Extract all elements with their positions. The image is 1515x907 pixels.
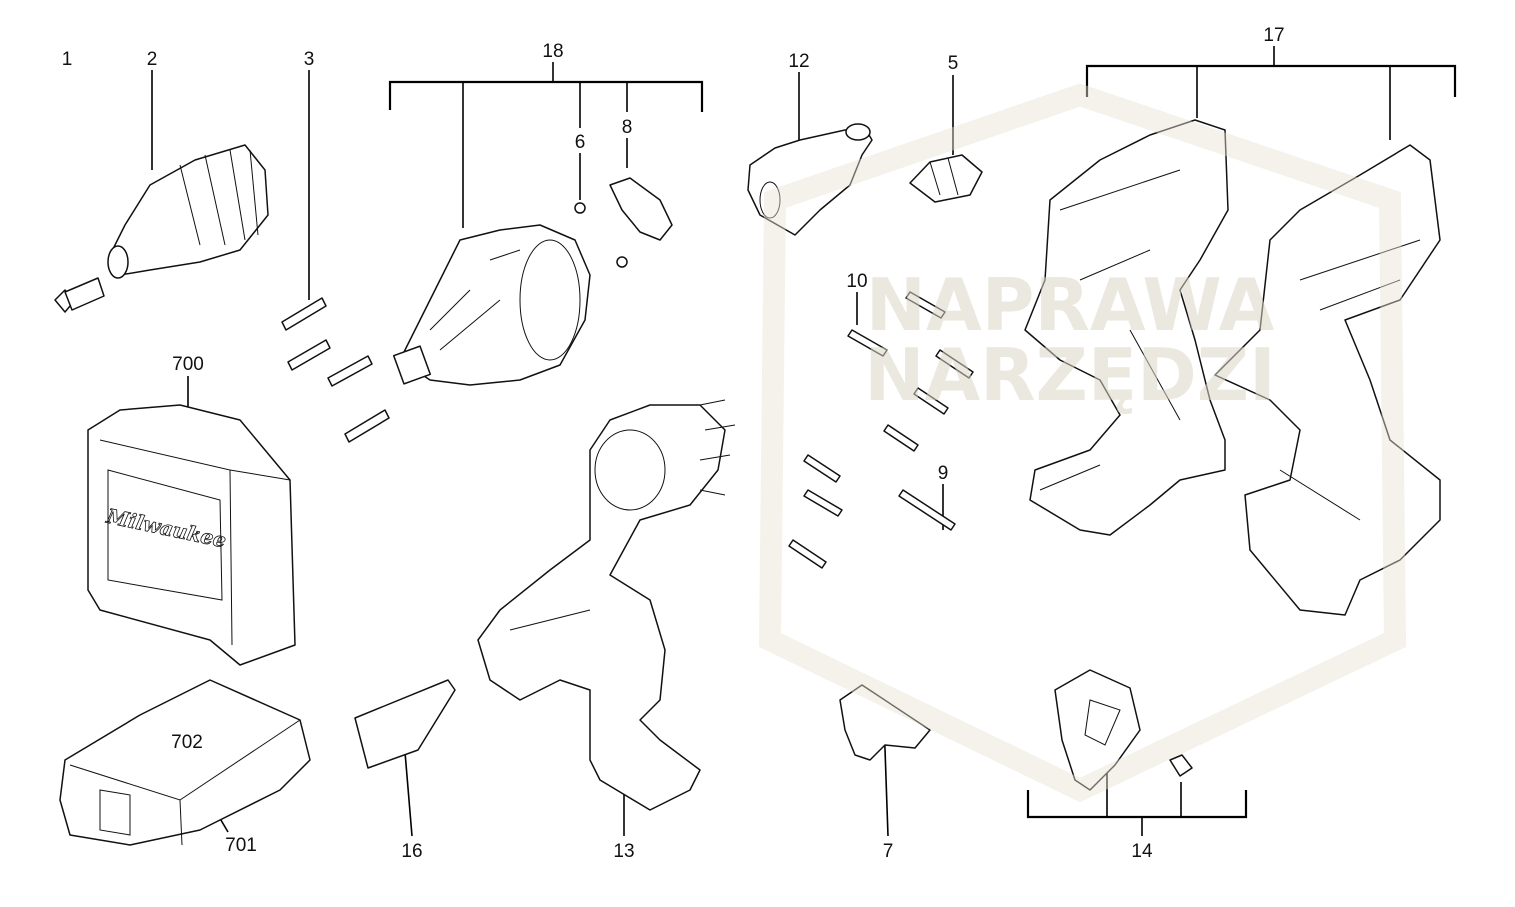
part-1-screw[interactable] bbox=[54, 277, 105, 313]
part-9-screw[interactable] bbox=[898, 489, 956, 531]
label-16: 16 bbox=[401, 841, 422, 862]
label-8: 8 bbox=[622, 117, 633, 138]
label-5: 5 bbox=[948, 53, 959, 74]
label-14: 14 bbox=[1131, 841, 1153, 862]
part-8-spring-clip[interactable] bbox=[609, 177, 673, 268]
part-6-clip[interactable] bbox=[574, 202, 586, 214]
part-10-screws[interactable] bbox=[788, 291, 974, 569]
label-10: 10 bbox=[846, 271, 867, 292]
part-18-gearbox[interactable] bbox=[392, 224, 591, 386]
part-7-lever[interactable] bbox=[839, 684, 931, 761]
part-3-screws[interactable] bbox=[281, 297, 390, 443]
part-16-label[interactable] bbox=[354, 679, 456, 769]
part-17-housing-right[interactable] bbox=[1214, 144, 1441, 616]
label-13: 13 bbox=[613, 841, 634, 862]
callout-labels: 1 2 3 18 6 8 12 5 17 10 9 700 702 701 16… bbox=[62, 25, 1285, 862]
label-17: 17 bbox=[1263, 25, 1284, 46]
part-5-switch-slider[interactable] bbox=[909, 154, 983, 203]
label-6: 6 bbox=[575, 132, 586, 153]
part-700-carry-case[interactable]: Milwaukee bbox=[87, 404, 296, 666]
part-13-electronics-module[interactable] bbox=[477, 399, 736, 811]
label-701: 701 bbox=[225, 835, 257, 856]
label-702: 702 bbox=[171, 732, 203, 753]
label-1: 1 bbox=[62, 49, 73, 70]
label-700: 700 bbox=[172, 354, 204, 375]
label-12: 12 bbox=[788, 51, 809, 72]
label-7: 7 bbox=[883, 841, 894, 862]
label-9: 9 bbox=[938, 463, 949, 484]
part-14-belt-clip[interactable] bbox=[1054, 669, 1193, 791]
part-12-motor[interactable] bbox=[747, 123, 873, 236]
label-2: 2 bbox=[147, 49, 158, 70]
label-18: 18 bbox=[542, 41, 563, 62]
part-2-chuck[interactable] bbox=[107, 144, 269, 279]
label-3: 3 bbox=[304, 49, 315, 70]
part-701-case-insert[interactable] bbox=[59, 679, 311, 846]
part-17-housing-left[interactable] bbox=[1024, 119, 1229, 536]
